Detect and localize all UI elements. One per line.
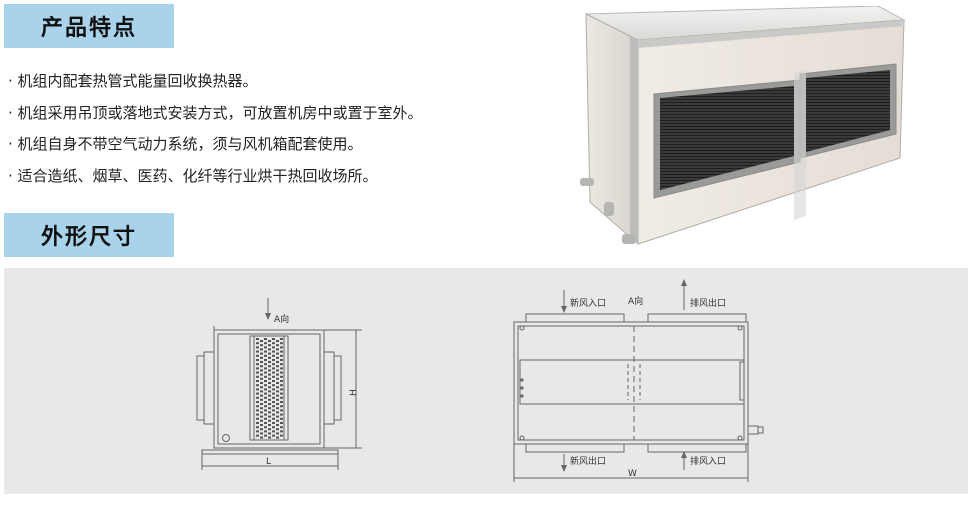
fresh-air-outlet-label: 新风出口 bbox=[570, 455, 606, 467]
feature-item: · 机组自身不带空气动力系统，须与风机箱配套使用。 bbox=[8, 135, 363, 153]
product-photo bbox=[580, 6, 906, 246]
feature-item: · 机组采用吊顶或落地式安装方式，可放置机房中或置于室外。 bbox=[8, 103, 423, 122]
dimensions-section-title: 外形尺寸 bbox=[4, 213, 174, 257]
exhaust-outlet-label: 排风出口 bbox=[690, 297, 726, 309]
feature-list: · 机组内配套热管式能量回收换热器。 · 机组采用吊顶或落地式安装方式，可放置机… bbox=[8, 66, 423, 192]
feature-item: · 机组内配套热管式能量回收换热器。 bbox=[8, 72, 258, 90]
width-label: W bbox=[628, 469, 637, 479]
front-view-drawing bbox=[513, 282, 764, 482]
length-label: L bbox=[266, 457, 271, 467]
feature-item: · 适合造纸、烟草、医药、化纤等行业烘干热回收场所。 bbox=[8, 166, 378, 185]
side-view-drawing bbox=[196, 298, 362, 470]
height-label: H bbox=[349, 389, 359, 396]
side-direction-label: A向 bbox=[274, 313, 289, 325]
fresh-air-inlet-label: 新风入口 bbox=[570, 297, 606, 309]
heat-pipe-fins bbox=[256, 338, 283, 439]
front-direction-label: A向 bbox=[628, 295, 643, 307]
dimension-drawing-panel: A向 H L bbox=[4, 268, 968, 494]
features-section-title: 产品特点 bbox=[4, 4, 174, 48]
exhaust-inlet-label: 排风入口 bbox=[690, 455, 726, 467]
